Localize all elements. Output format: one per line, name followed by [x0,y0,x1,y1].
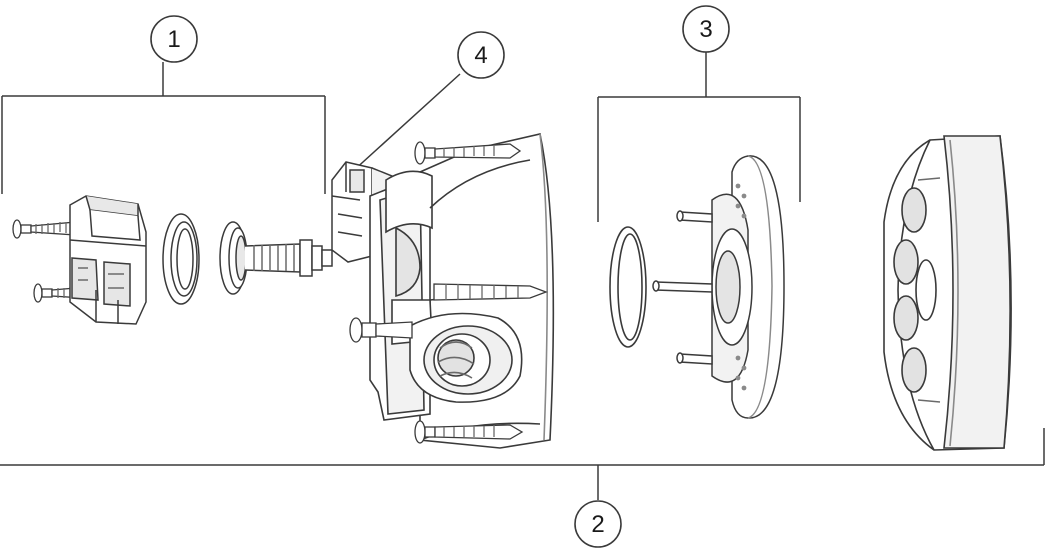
screw-upper-left [12,219,77,239]
callout-3: 3 [682,5,730,53]
housing-screw-top [414,141,522,165]
callout-2: 2 [574,500,622,548]
bracket-group-3 [597,52,801,222]
o-ring [609,226,647,348]
bracket-group-1 [1,62,326,194]
callout-4-label: 4 [474,42,487,69]
ring-gasket [162,213,200,305]
housing-screw-bottom [414,420,524,444]
callout-3-label: 3 [699,16,712,43]
housing-screw-left [349,317,413,343]
callout-4: 4 [457,31,505,79]
housing-screw-middle [433,283,548,301]
leader-line-4 [351,73,461,173]
callout-1-label: 1 [167,26,180,53]
callout-1: 1 [150,15,198,63]
trim-cap [883,135,1012,451]
mixer-plate [652,155,785,419]
bracket-group-2 [0,428,1045,500]
valve-cartridge [219,221,333,295]
valve-housing [369,133,555,449]
callout-2-label: 2 [591,511,604,538]
handle-base [69,195,147,325]
